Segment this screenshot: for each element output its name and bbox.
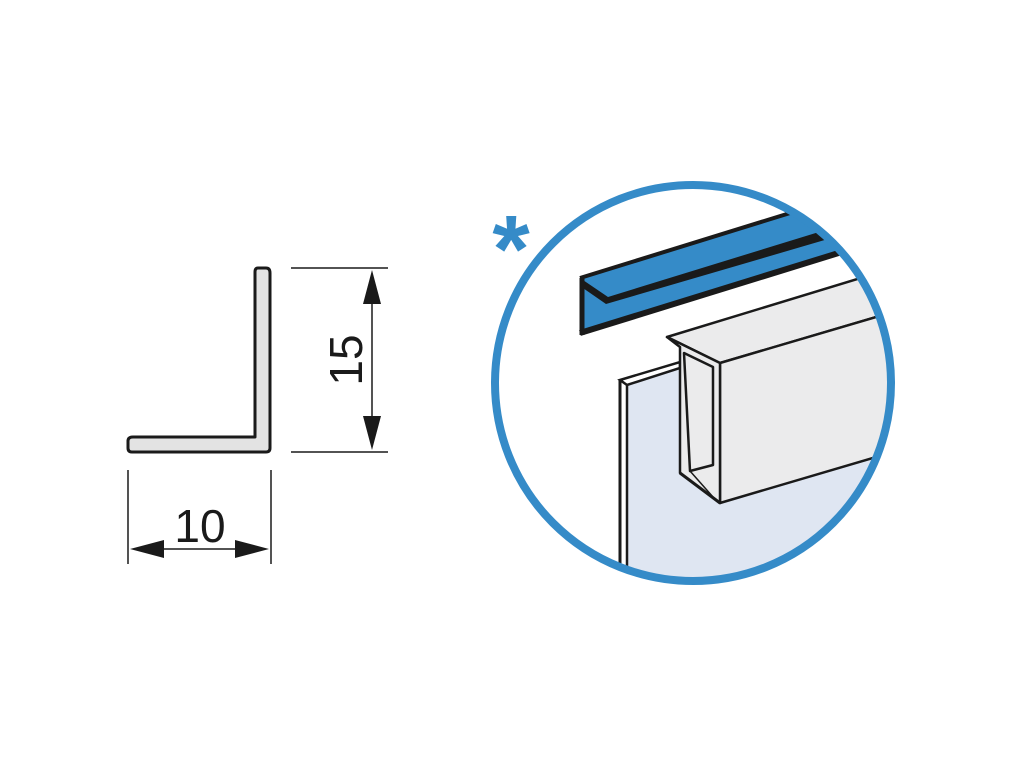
detail-view [496, 186, 890, 580]
width-dimension [127, 470, 272, 564]
arrow-down-icon [363, 416, 381, 450]
rectangular-tube [665, 264, 890, 505]
arrow-up-icon [363, 270, 381, 304]
height-label: 15 [320, 334, 372, 385]
detail-circle-outline [491, 181, 895, 585]
width-label: 10 [174, 500, 225, 552]
height-dimension [291, 267, 388, 453]
angle-profile-section [126, 266, 272, 454]
arrow-right-icon [235, 540, 269, 558]
arrow-left-icon [130, 540, 164, 558]
